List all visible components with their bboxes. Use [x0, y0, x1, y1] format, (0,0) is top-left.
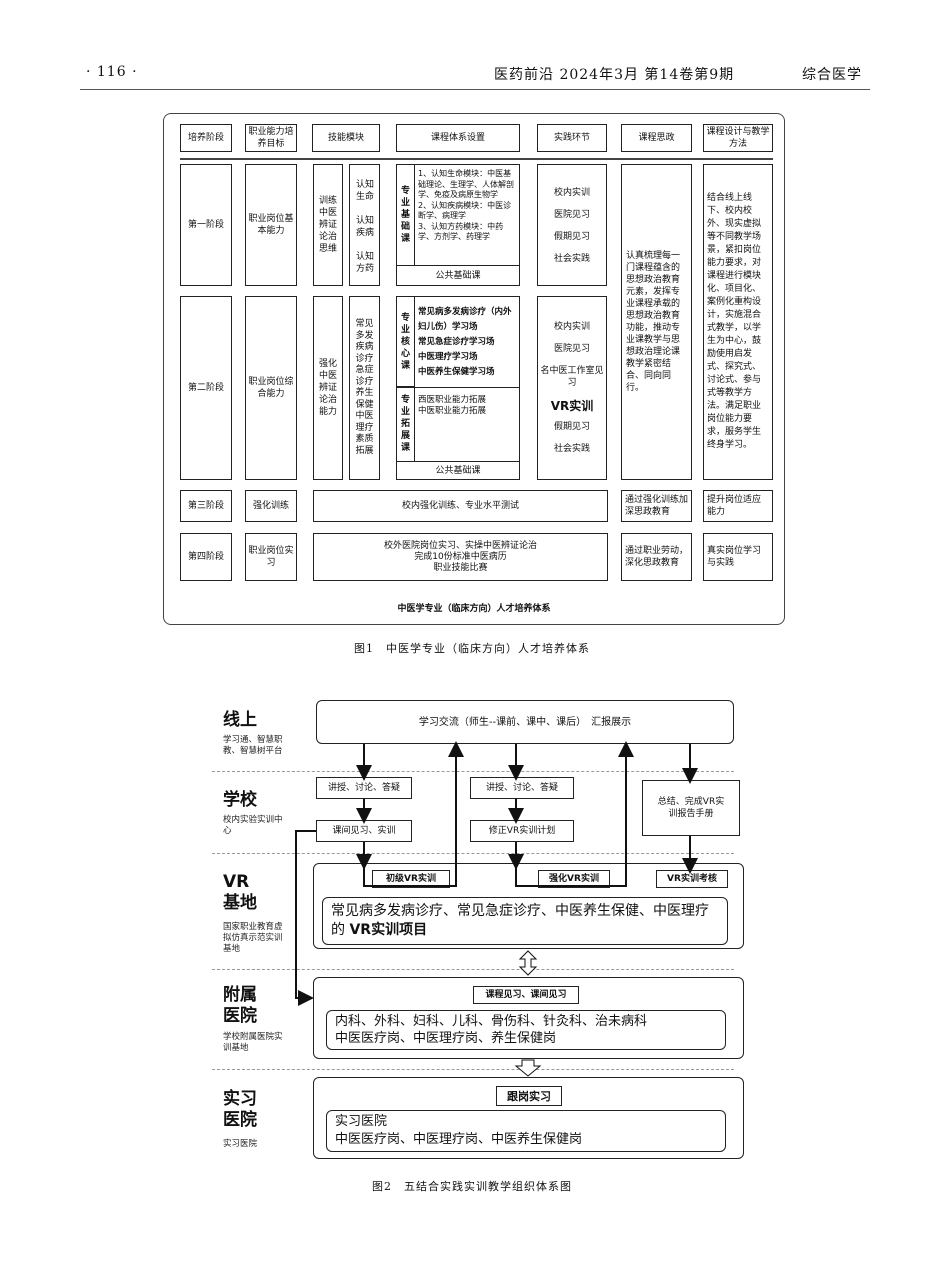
- row-separator-3: [212, 969, 734, 970]
- row-sub-school: 校内实验实训中心: [223, 815, 283, 836]
- figure2-caption: 图2 五结合实践实训教学组织体系图: [372, 1180, 572, 1193]
- vr-tag-advanced: 强化VR实训: [538, 870, 610, 888]
- header-divider: [180, 158, 773, 160]
- school-box-3: 讲授、讨论、答疑: [470, 777, 574, 799]
- online-box: 学习交流（师生--课前、课中、课后） 汇报展示: [316, 700, 734, 744]
- col-header-goal: 职业能力培养目标: [245, 124, 297, 152]
- school-box-5: 总结、完成VR实训报告手册: [642, 780, 740, 836]
- stage1-practice-3: 假期见习: [553, 232, 590, 242]
- stage2-practice-3: 名中医工作室见习: [540, 366, 604, 388]
- row-sub-vr: 国家职业教育虚拟仿真示范实训基地: [223, 922, 283, 954]
- intern-text: 实习医院 中医医疗岗、中医理疗岗、中医养生保健岗: [326, 1110, 726, 1152]
- row-separator-2: [212, 853, 734, 854]
- stage1-practice-1: 校内实训: [553, 188, 590, 198]
- stage3-goal: 强化训练: [245, 490, 297, 522]
- stage1-courses: 1、认知生命模块：中医基础理论、生理学、人体解剖学、免疫及病原生物学 2、认知疾…: [418, 169, 514, 241]
- stage1-public: 公共基础课: [397, 265, 519, 286]
- row-title-school: 学校: [223, 790, 257, 810]
- hospital-text: 内科、外科、妇科、儿科、骨伤科、针灸科、治未病科 中医医疗岗、中医理疗岗、养生保…: [326, 1010, 726, 1050]
- stage2-practice: 校内实训 医院见习 名中医工作室见习 VR实训 假期见习 社会实践: [537, 296, 607, 480]
- stage2-public: 公共基础课: [397, 461, 519, 480]
- row-title-hospital: 附属 医院: [223, 985, 257, 1026]
- stage3-label: 第三阶段: [180, 490, 232, 522]
- stage4-ideology: 通过职业劳动，深化思政教育: [621, 533, 692, 581]
- stage2-practice-4: VR实训: [550, 399, 594, 413]
- stage2-ext-courses: 西医职业能力拓展 中医职业能力拓展: [418, 395, 487, 416]
- col-header-practice: 实践环节: [537, 124, 607, 152]
- row-separator-4: [212, 1069, 734, 1070]
- stage4-course: 校外医院岗位实习、实操中医辨证论治 完成10份标准中医病历 职业技能比赛: [313, 533, 608, 581]
- stage4-method: 真实岗位学习与实践: [703, 533, 773, 581]
- stage1-skill-1: 认知生命: [355, 180, 374, 202]
- row-sub-intern: 实习医院: [223, 1139, 258, 1149]
- journal-info: 医药前沿 2024年3月 第14卷第9期: [494, 67, 735, 83]
- stage1-skill-sub: 认知生命 认知疾病 认知方药: [349, 164, 380, 286]
- stage3-course: 校内强化训练、专业水平测试: [313, 490, 608, 522]
- stage2-label: 第二阶段: [180, 296, 232, 480]
- stage1-practice-2: 医院见习: [553, 210, 590, 220]
- row-title-online: 线上: [223, 710, 257, 730]
- hospital-tag: 课程见习、课间见习: [473, 986, 579, 1004]
- stage1-skill-3: 认知方药: [355, 252, 374, 274]
- stage2-course-box: 专业核心课 常见病多发病诊疗（内外妇儿伤）学习场 常见急症诊疗学习场 中医理疗学…: [396, 296, 520, 480]
- figure1-caption: 图1 中医学专业（临床方向）人才培养体系: [354, 642, 590, 655]
- stage2-practice-6: 社会实践: [553, 444, 590, 454]
- stage1-practice-4: 社会实践: [553, 254, 590, 264]
- vr-tag-basic: 初级VR实训: [372, 870, 450, 888]
- col-header-skill: 技能模块: [312, 124, 380, 152]
- header-rule: [80, 89, 870, 90]
- stage2-skill-sub: 常见多发疾病诊疗 急症诊疗 养生保健 中医理疗 素质拓展: [349, 296, 380, 480]
- vr-project-text: 常见病多发病诊疗、常见急症诊疗、中医养生保健、中医理疗的: [331, 903, 709, 938]
- stage1-label: 第一阶段: [180, 164, 232, 286]
- stage1-skill-2: 认知疾病: [355, 216, 374, 238]
- row-title-intern: 实习 医院: [223, 1089, 257, 1130]
- stage2-goal: 职业岗位综合能力: [245, 296, 297, 480]
- stage2-practice-1: 校内实训: [553, 322, 590, 332]
- row-separator-1: [212, 771, 734, 772]
- intern-tag: 跟岗实习: [496, 1086, 562, 1106]
- col-header-stage: 培养阶段: [180, 124, 232, 152]
- stage2-practice-2: 医院见习: [553, 344, 590, 354]
- stage2-skill-main: 强化中医辨证论治能力: [313, 296, 343, 480]
- vr-project-box: 常见病多发病诊疗、常见急症诊疗、中医养生保健、中医理疗的 VR实训项目: [322, 897, 728, 945]
- stage1-skill-main: 训练中医辨证论治思维: [313, 164, 343, 286]
- ideology-box: 认真梳理每一门课程蕴含的思想政治教育元素，发挥专业课程承载的思想政治教育功能，推…: [621, 164, 692, 480]
- stage2-divider: [397, 387, 519, 388]
- stage3-method: 提升岗位适应能力: [703, 490, 773, 522]
- stage4-label: 第四阶段: [180, 533, 232, 581]
- stage2-core-label: 专业核心课: [397, 297, 415, 387]
- figure1-frame: [163, 113, 785, 625]
- row-title-vr: VR 基地: [223, 872, 257, 913]
- stage2-practice-5: 假期见习: [553, 422, 590, 432]
- stage1-module-label: 专业基础课: [397, 165, 415, 265]
- stage2-ext-label: 专业拓展课: [397, 387, 415, 461]
- stage1-course-box: 专业基础课 1、认知生命模块：中医基础理论、生理学、人体解剖学、免疫及病原生物学…: [396, 164, 520, 286]
- stage1-practice: 校内实训 医院见习 假期见习 社会实践: [537, 164, 607, 286]
- stage4-goal: 职业岗位实习: [245, 533, 297, 581]
- col-header-method: 课程设计与教学方法: [703, 124, 773, 152]
- method-box: 结合线上线下、校内校外、现实虚拟等不同教学场景，紧扣岗位能力要求，对课程进行模块…: [703, 164, 773, 480]
- row-sub-hospital: 学校附属医院实训基地: [223, 1032, 283, 1053]
- figure1-inner-title: 中医学专业（临床方向）人才培养体系: [397, 604, 551, 614]
- col-header-ideology: 课程思政: [621, 124, 692, 152]
- section-name: 综合医学: [802, 67, 862, 83]
- col-header-course: 课程体系设置: [396, 124, 520, 152]
- stage2-core-courses: 常见病多发病诊疗（内外妇儿伤）学习场 常见急症诊疗学习场 中医理疗学习场 中医养…: [418, 307, 512, 377]
- row-sub-online: 学习通、智慧职教、智慧树平台: [223, 735, 283, 756]
- stage1-goal: 职业岗位基本能力: [245, 164, 297, 286]
- stage3-ideology: 通过强化训练加深思政教育: [621, 490, 692, 522]
- page-number: · 116 ·: [86, 64, 138, 80]
- vr-project-highlight: VR实训项目: [349, 922, 428, 938]
